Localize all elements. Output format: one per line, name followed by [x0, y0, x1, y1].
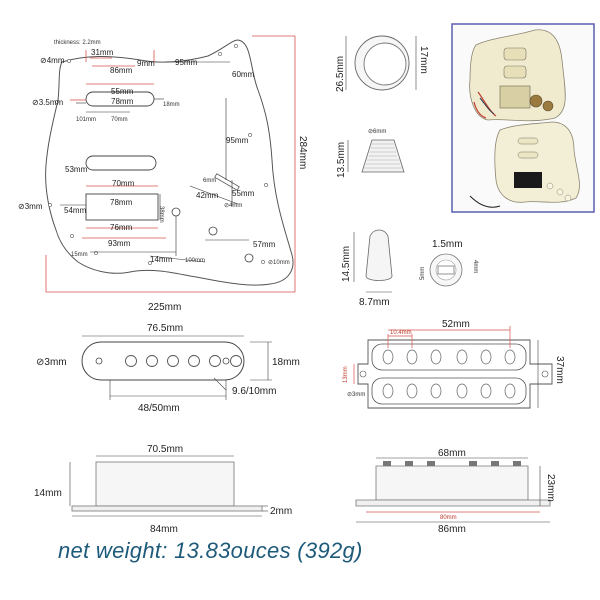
pickguard-drawing: thickness: 2.2mm 31mm ⊘4mm 86mm 9mm 95mm…	[18, 35, 308, 313]
knob-width: 26.5mm	[335, 56, 346, 92]
dim-93: 93mm	[108, 239, 131, 248]
knob-hole: ⊘6mm	[368, 129, 386, 135]
tip-width: 8.7mm	[359, 297, 390, 308]
hum-side-base-inner: 80mm	[440, 515, 457, 521]
pickguard-extent-lines	[45, 35, 296, 293]
photo-pickguard-front	[494, 121, 580, 203]
switch-slot	[214, 173, 240, 191]
humbucker-width: 52mm	[442, 319, 470, 330]
knob-drawing: 26.5mm 17mm 13.5mm ⊘6mm	[335, 35, 429, 178]
single-side-base-w: 84mm	[150, 524, 178, 535]
tip-slot-d2: 4mm	[472, 260, 478, 273]
single-side-base-h: 2mm	[270, 506, 292, 517]
volume-hole	[171, 207, 181, 217]
dim-18: 18mm	[163, 102, 180, 108]
single-side-body	[95, 461, 235, 507]
knob-height: 17mm	[418, 46, 429, 74]
knob-side-height: 13.5mm	[336, 142, 347, 178]
humbucker-side: 13mm	[343, 366, 349, 383]
single-coil-pole: 9.6/10mm	[232, 386, 276, 397]
knob-top-inner	[363, 42, 407, 86]
single-coil-width: 76.5mm	[147, 323, 183, 334]
dim-78b: 78mm	[110, 198, 133, 207]
single-coil-top-drawing: 76.5mm 18mm ⊘3mm 48/50mm 9.6/10mm	[36, 323, 300, 414]
single-coil-hole: ⊘3mm	[36, 357, 67, 368]
net-weight-caption: net weight: 13.83ouces (392g)	[58, 538, 363, 563]
hum-side-body	[375, 465, 529, 501]
dim-70b: 70mm	[112, 179, 135, 188]
tip-height: 14.5mm	[341, 246, 352, 282]
thickness-label: thickness: 2.2mm	[54, 40, 101, 46]
dim-55: 55mm	[111, 87, 134, 96]
dim-95-right: 95mm	[226, 136, 249, 145]
single-side-base	[71, 505, 263, 512]
tone-hole-1	[208, 226, 218, 236]
single-coil-height: 18mm	[272, 357, 300, 368]
humbucker-red-dims	[353, 326, 511, 384]
bridge-pickup-cutout	[85, 193, 159, 221]
tip-slot-d3: 5mm	[420, 267, 426, 280]
dim-42: 42mm	[196, 191, 219, 200]
dim-78a: 78mm	[111, 97, 134, 106]
hole-3-label: ⊘3mm	[18, 202, 43, 211]
knob-ribs	[364, 143, 402, 169]
hum-side-width: 68mm	[438, 448, 466, 459]
dim-100: 100mm	[185, 258, 205, 264]
humbucker-hole: ⊘3mm	[347, 392, 365, 398]
dim-54: 54mm	[64, 206, 87, 215]
single-coil-body	[81, 341, 245, 381]
humbucker-side-drawing: 68mm 23mm 80mm 86mm	[355, 448, 556, 535]
dim-76: 76mm	[110, 223, 133, 232]
humbucker-height: 37mm	[554, 356, 565, 384]
dim-284: 284mm	[297, 136, 308, 169]
dim-70a: 70mm	[111, 117, 128, 123]
product-photo-inset	[451, 23, 595, 213]
single-side-width: 70.5mm	[147, 444, 183, 455]
hum-side-base	[355, 499, 551, 507]
humbucker-poles	[382, 349, 516, 399]
dim-53: 53mm	[65, 165, 88, 174]
dim-86: 86mm	[110, 66, 133, 75]
hole-10-label: ⊘10mm	[268, 260, 290, 266]
hum-side-bumps	[383, 461, 521, 466]
single-side-height: 14mm	[34, 488, 62, 499]
dim-57: 57mm	[253, 240, 276, 249]
screw-holes	[48, 44, 268, 265]
single-coil-side-drawing: 70.5mm 14mm 2mm 84mm	[34, 444, 292, 535]
switch-tip-drawing: 14.5mm 8.7mm 1.5mm 4mm 5mm	[341, 229, 478, 308]
dim-95-top: 95mm	[175, 58, 198, 67]
dim-31: 31mm	[91, 48, 114, 57]
dim-101: 101mm	[76, 117, 96, 123]
humbucker-pole: 10.4mm	[390, 330, 412, 336]
dim-38: 38mm	[158, 206, 164, 223]
tone-hole-2	[244, 253, 254, 263]
switch-tip-side	[365, 229, 393, 281]
dim-15: 15mm	[71, 252, 88, 258]
dim-55b: 55mm	[232, 189, 255, 198]
hum-side-base-w: 86mm	[438, 524, 466, 535]
dim-14: 14mm	[150, 255, 173, 264]
dim-9: 9mm	[137, 59, 155, 68]
pickguard-dim-lines	[60, 61, 249, 263]
single-coil-poles	[125, 355, 242, 367]
tip-slot-w: 1.5mm	[432, 239, 463, 250]
hole-4b-label: ⊘4mm	[224, 203, 242, 209]
humbucker-top-drawing: 52mm 10.4mm 37mm 13mm ⊘3mm	[343, 319, 565, 409]
hum-side-height: 23mm	[545, 474, 556, 502]
dim-60: 60mm	[232, 70, 255, 79]
dim-6a: 6mm	[203, 178, 216, 184]
middle-pickup-cutout	[85, 155, 157, 171]
dim-225: 225mm	[148, 302, 181, 313]
single-coil-spacing: 48/50mm	[138, 403, 180, 414]
hole-4-label: ⊘4mm	[40, 56, 65, 65]
hole-35-label: ⊘3.5mm	[32, 98, 63, 107]
